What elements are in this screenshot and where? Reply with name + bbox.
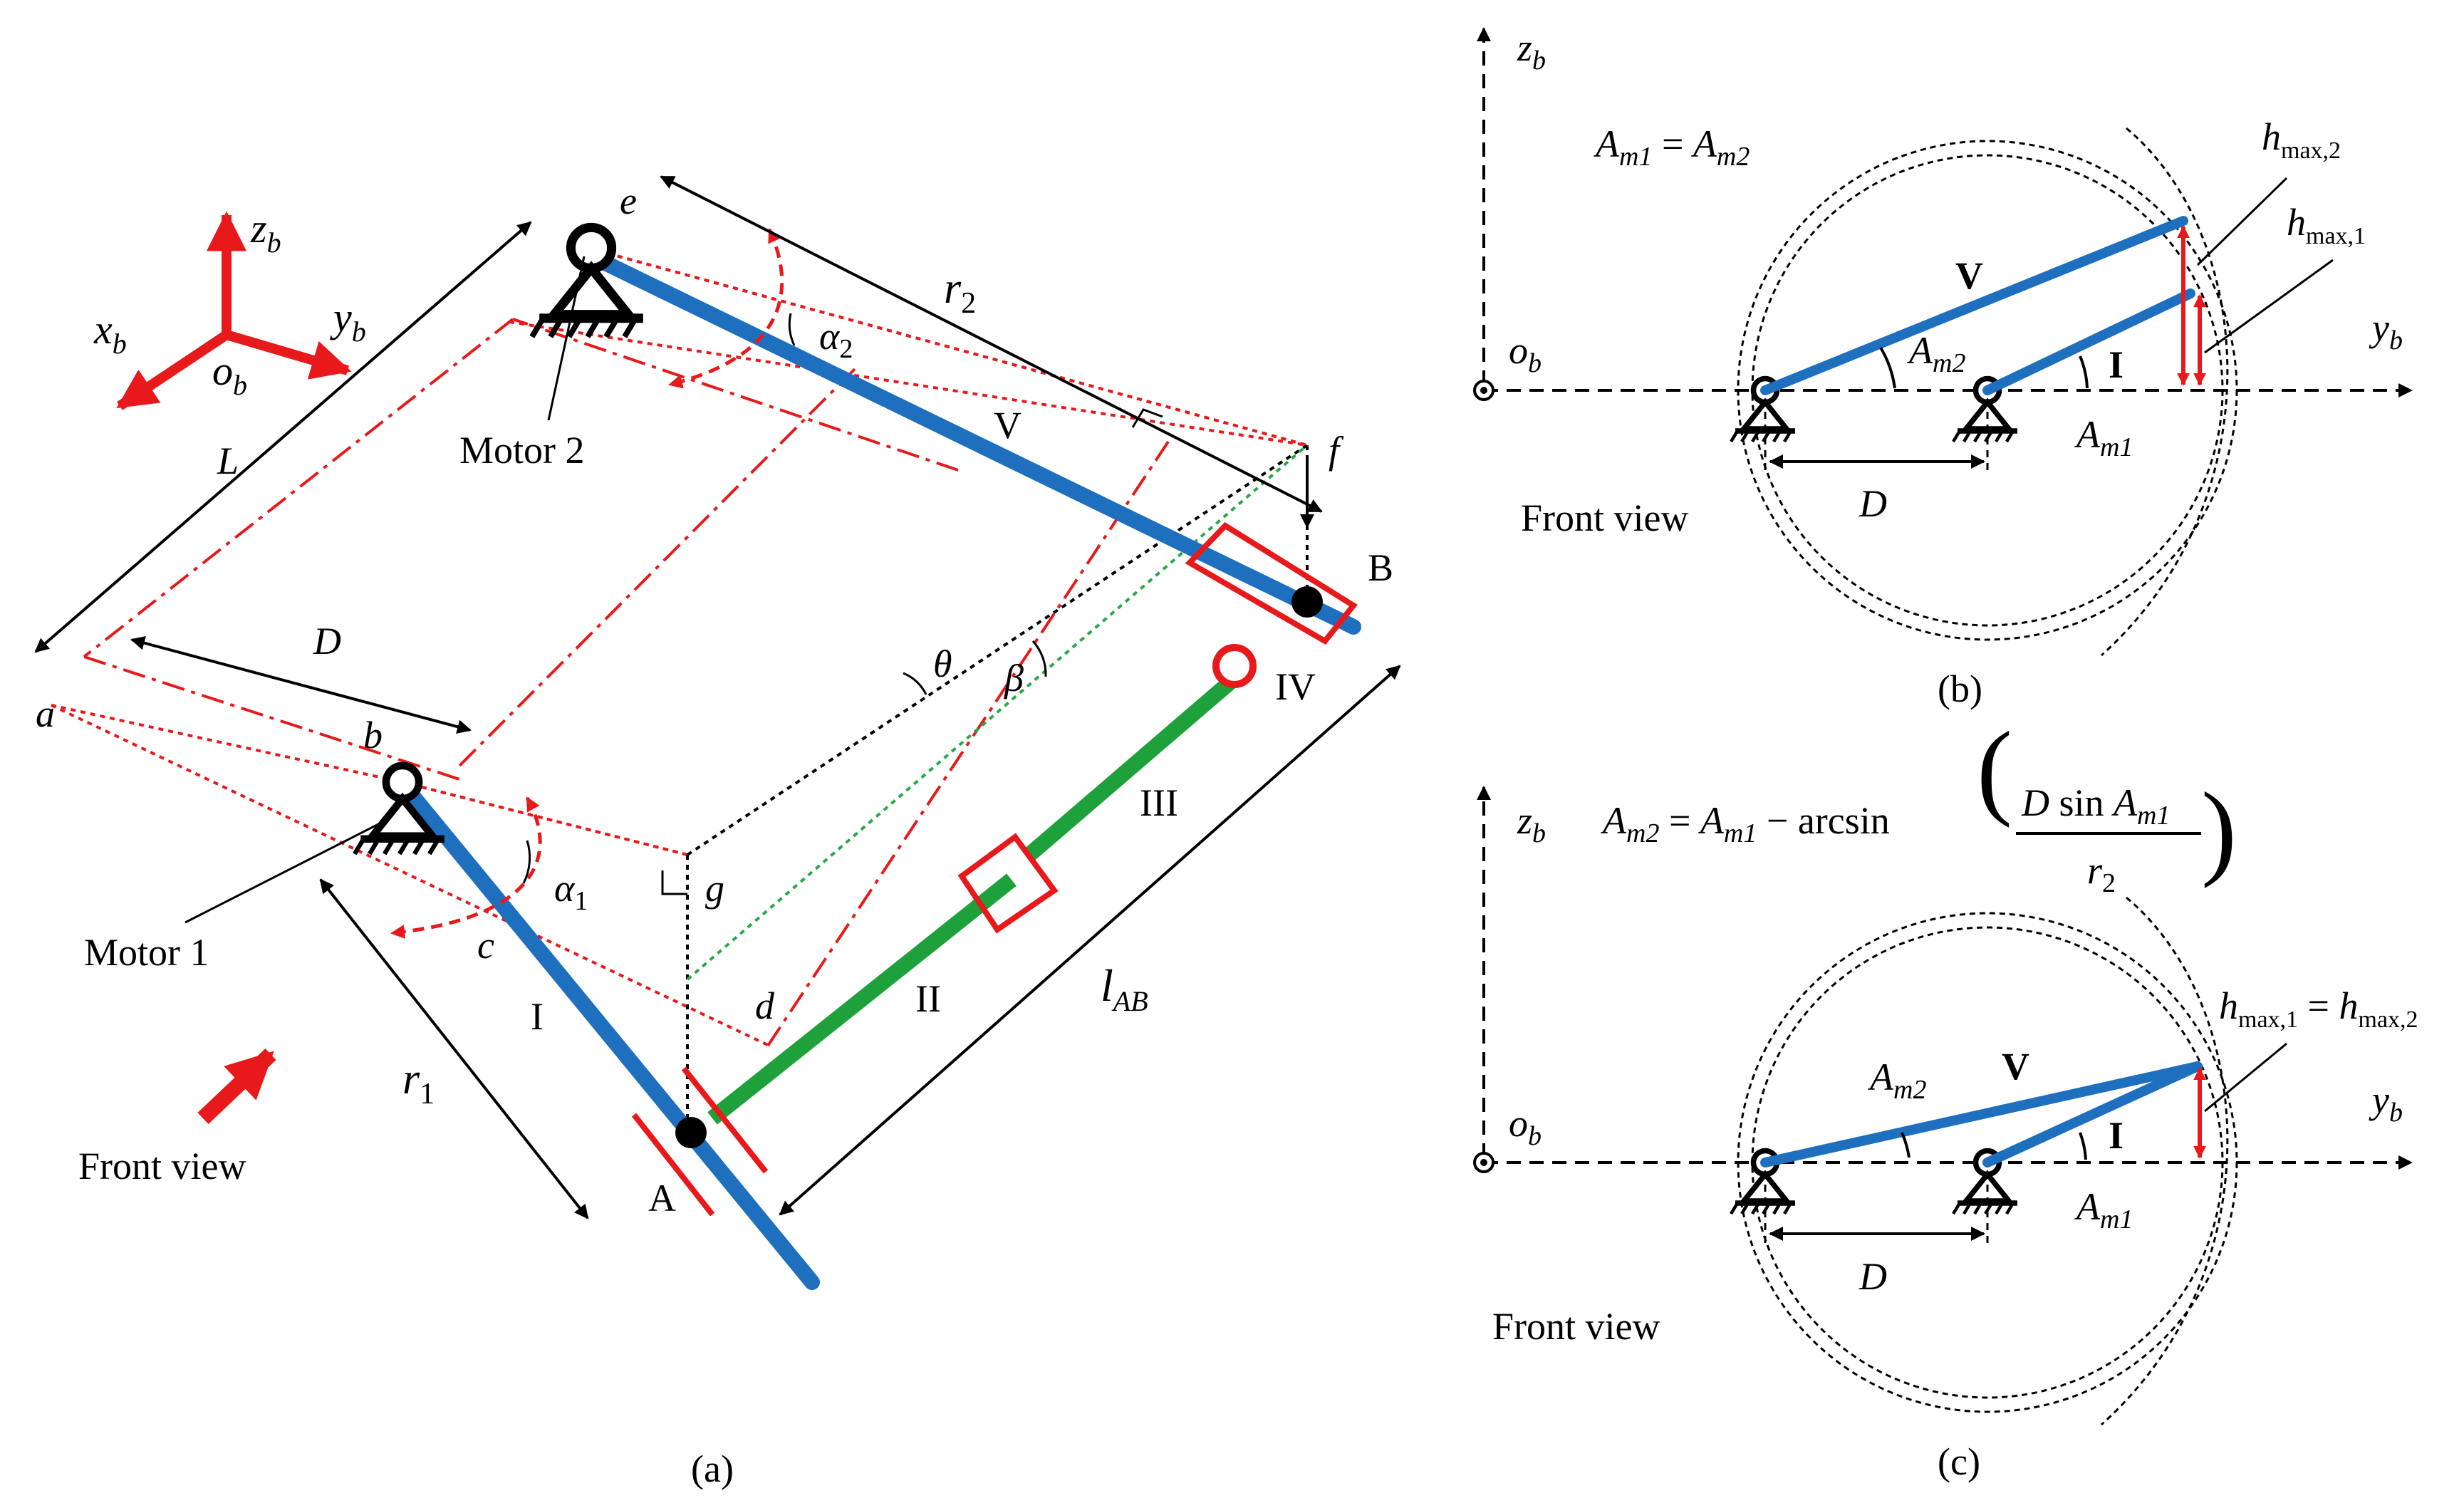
base-frame: zb xb yb ob [93, 205, 366, 410]
dim-D-arrow [130, 635, 472, 734]
h-max1-label: hmax,1 [2287, 201, 2366, 249]
o-label-b: ob [1509, 329, 1542, 378]
caption-a: (a) [691, 1447, 734, 1490]
front-view-c: Front view [1492, 1305, 1660, 1348]
h-max-equation-c: hmax,1 = hmax,2 [2219, 984, 2418, 1033]
am2-label-c: Am2 [1868, 1056, 1926, 1105]
dim-r1-label: r1 [402, 1055, 435, 1111]
h1-leader [2204, 259, 2334, 354]
D-label-b: D [1859, 482, 1887, 525]
frame-z-label: zb [250, 205, 281, 259]
frame-o-label: ob [212, 348, 247, 401]
dim-r1-arrow [319, 878, 589, 1219]
y-label-b: yb [2369, 306, 2403, 355]
point-f-label: f [1329, 429, 1344, 472]
panel-b: zb yb ob Am1 = Am2 hmax,2 hmax,1 V I Am2… [1473, 26, 2413, 710]
point-A-label: A [648, 1177, 676, 1219]
motor-2-leader [547, 256, 586, 421]
dim-L-arrow [34, 221, 532, 653]
motor-2-label: Motor 2 [459, 429, 585, 472]
caption-c: (c) [1938, 1440, 1980, 1483]
dim-lab-arrow [779, 665, 1401, 1216]
point-c-label: c [477, 924, 494, 967]
link-V-b [1760, 216, 2188, 395]
svg-text:D sin Am1: D sin Am1 [2021, 781, 2170, 831]
h2-leader [2196, 177, 2288, 266]
beta-label: β [1004, 657, 1024, 700]
equation-c: Am2 = Am1 − arcsin ( D sin Am1 r2 ) [1601, 710, 2237, 898]
point-b-label: b [363, 714, 383, 756]
h-max2-label: hmax,2 [2262, 115, 2341, 164]
o-label-c: ob [1509, 1102, 1542, 1151]
link-II-label: II [915, 977, 941, 1020]
link-IV-label: IV [1275, 665, 1316, 708]
alpha2-arc [788, 313, 796, 346]
front-view-label: Front view [78, 1145, 246, 1187]
y-label-c: yb [2369, 1078, 2403, 1128]
am1-label-b: Am1 [2074, 413, 2133, 462]
right-angle-g [661, 870, 687, 895]
svg-text:r2: r2 [2087, 849, 2116, 898]
frame-x-label: xb [93, 306, 127, 360]
z-label-c: zb [1517, 799, 1546, 848]
caption-b: (b) [1938, 667, 1982, 710]
dim-L-label: L [217, 440, 239, 482]
joint-B [1291, 586, 1323, 618]
front-view-b: Front view [1521, 496, 1689, 539]
point-d-label: d [755, 984, 775, 1027]
front-view-arrow [197, 1049, 276, 1124]
panel-a: zb xb yb ob [34, 175, 1401, 1490]
frame-y-label: yb [330, 294, 366, 348]
am1-label-c: Am1 [2074, 1185, 2133, 1234]
theta-arc [903, 672, 927, 695]
revolute-IV [1212, 644, 1257, 688]
panel-c: zb yb ob Am2 = Am1 − arcsin ( D sin Am1 … [1473, 710, 2418, 1483]
h-leader-c [2204, 1042, 2287, 1113]
dim-D-label: D [313, 620, 341, 662]
link-I-label: I [531, 995, 544, 1038]
dim-r2-label: r2 [944, 264, 976, 320]
svg-text:): ) [2201, 771, 2237, 889]
point-g-label: g [705, 867, 724, 910]
y-axis-arrow [225, 330, 352, 380]
D-label-c: D [1859, 1255, 1887, 1298]
motor-1-label: Motor 1 [84, 931, 209, 974]
alpha1-label: α1 [554, 867, 588, 916]
link-I [395, 776, 820, 1290]
alpha2-label: α2 [819, 315, 853, 364]
joint-B-sleeve [1185, 521, 1358, 645]
point-a-label: a [36, 692, 55, 735]
joint-A [675, 1117, 707, 1148]
joint-A-sleeve [631, 1066, 769, 1217]
link-I-b [1982, 288, 2195, 395]
am2-label-b: Am2 [1907, 329, 1965, 378]
link-II-III [707, 674, 1238, 1125]
dotted-box [686, 444, 1309, 1133]
point-B-label: B [1368, 546, 1393, 589]
motor-1-leader [184, 818, 389, 924]
link-V-label: V [994, 404, 1022, 447]
z-label-b: zb [1517, 26, 1546, 76]
equation-b: Am1 = Am2 [1594, 123, 1750, 172]
svg-text:Am2 = Am1 − arcsin: Am2 = Am1 − arcsin [1601, 799, 1890, 848]
link-V-c [1760, 1061, 2203, 1167]
I-label-c: I [2109, 1114, 2123, 1157]
theta-label: θ [933, 643, 952, 685]
dim-r2-arrow [660, 175, 1323, 513]
point-e-label: e [620, 180, 637, 222]
V-label-c: V [2002, 1045, 2029, 1088]
link-III-label: III [1140, 781, 1178, 824]
motor-2-pivot [532, 227, 643, 336]
svg-text:(: ( [1977, 710, 2012, 828]
dim-lab-label: lAB [1101, 960, 1148, 1017]
V-label-b: V [1955, 254, 1983, 297]
x-axis-arrow [116, 331, 229, 410]
link-I-c [1982, 1061, 2203, 1167]
I-label-b: I [2109, 343, 2123, 386]
